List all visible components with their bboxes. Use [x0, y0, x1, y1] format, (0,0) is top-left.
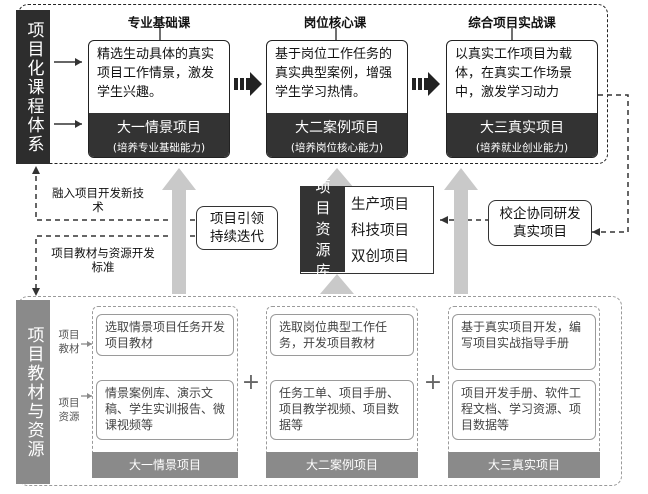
resource-footer-1: 大一情景项目 [92, 452, 238, 478]
resource-pool-title: 项目资源库 [301, 178, 345, 280]
resource-textbook-3: 基于真实项目开发，编写项目实战指导手册 [452, 314, 596, 370]
resource-footer-2: 大二案例项目 [266, 452, 418, 478]
double-arrow-icon [412, 72, 440, 96]
course-ability-2: (培养岗位核心能力) [290, 142, 384, 154]
upward-arrow-icon [162, 168, 196, 294]
side-arrows [81, 341, 92, 399]
course-header-2: 岗位核心课 [303, 15, 367, 30]
note-new-tech: 融入项目开发新技术 [52, 186, 144, 214]
upward-arrow-icon [320, 168, 354, 188]
resource-textbook-1: 选取情景项目任务开发项目教材 [96, 314, 234, 356]
upward-arrow-icon [444, 168, 478, 294]
course-card-2: 基于岗位工作任务的真实典型案例，增强学生学习热情。 大二案例项目 (培养岗位核心… [266, 40, 408, 158]
course-project-2: 大二案例项目 [295, 120, 379, 136]
course-foot-3: 大三真实项目 (培养就业创业能力) [447, 113, 597, 157]
resource-materials-1: 情景案例库、演示文稿、学生实训报告、微课视频等 [96, 380, 234, 440]
plus-sign: + [241, 370, 261, 395]
side-label-resource: 项目资源 [58, 397, 80, 423]
course-desc-3: 以真实工作项目为载体，在真实工作场景中，激发学习动力 [455, 47, 573, 100]
course-ability-3: (培养就业创业能力) [475, 142, 569, 154]
header-connector-1 [159, 28, 161, 41]
pool-item-2: 科技项目 [351, 223, 409, 239]
course-project-1: 大一情景项目 [117, 120, 201, 136]
enterprise-box: 校企协同研发真实项目 [488, 200, 592, 246]
course-header-1: 专业基础课 [127, 15, 191, 30]
resources-title: 项目教材与资源 [16, 300, 50, 484]
resource-pool: 项目资源库 生产项目 科技项目 双创项目 [300, 178, 434, 280]
header-connector-3 [511, 28, 513, 41]
iterate-box: 项目引领持续迭代 [196, 206, 278, 250]
course-header-3: 综合项目实战课 [468, 15, 556, 30]
upward-arrow-icon [320, 274, 354, 294]
system-arrows [54, 58, 82, 128]
resource-textbook-2: 选取岗位典型工作任务，开发项目教材 [270, 314, 414, 356]
double-arrow-icon [234, 72, 262, 96]
course-card-1: 精选生动具体的真实项目工作情景，激发学生兴趣。 大一情景项目 (培养专业基础能力… [88, 40, 230, 158]
resource-materials-3: 项目开发手册、软件工程文档、学习资源、项目数据等 [452, 380, 596, 440]
plus-sign: + [423, 370, 443, 395]
pool-item-3: 双创项目 [351, 249, 409, 265]
resource-footer-3: 大三真实项目 [448, 452, 600, 478]
course-project-3: 大三真实项目 [480, 120, 564, 136]
pool-item-1: 生产项目 [351, 197, 409, 213]
course-system-title: 项目化课程体系 [16, 10, 50, 164]
course-foot-1: 大一情景项目 (培养专业基础能力) [89, 113, 229, 157]
side-label-textbook: 项目教材 [58, 329, 80, 355]
course-card-3: 以真实工作项目为载体，在真实工作场景中，激发学习动力 大三真实项目 (培养就业创… [446, 40, 598, 158]
note-dev-standard: 项目教材与资源开发标准 [51, 246, 155, 274]
header-connector-2 [335, 28, 337, 41]
course-desc-2: 基于岗位工作任务的真实典型案例，增强学生学习热情。 [275, 47, 393, 100]
course-desc-1: 精选生动具体的真实项目工作情景，激发学生兴趣。 [97, 47, 215, 100]
course-ability-1: (培养专业基础能力) [112, 142, 206, 154]
course-foot-2: 大二案例项目 (培养岗位核心能力) [267, 113, 407, 157]
resource-materials-2: 任务工单、项目手册、项目教学视频、项目数据等 [270, 380, 414, 440]
